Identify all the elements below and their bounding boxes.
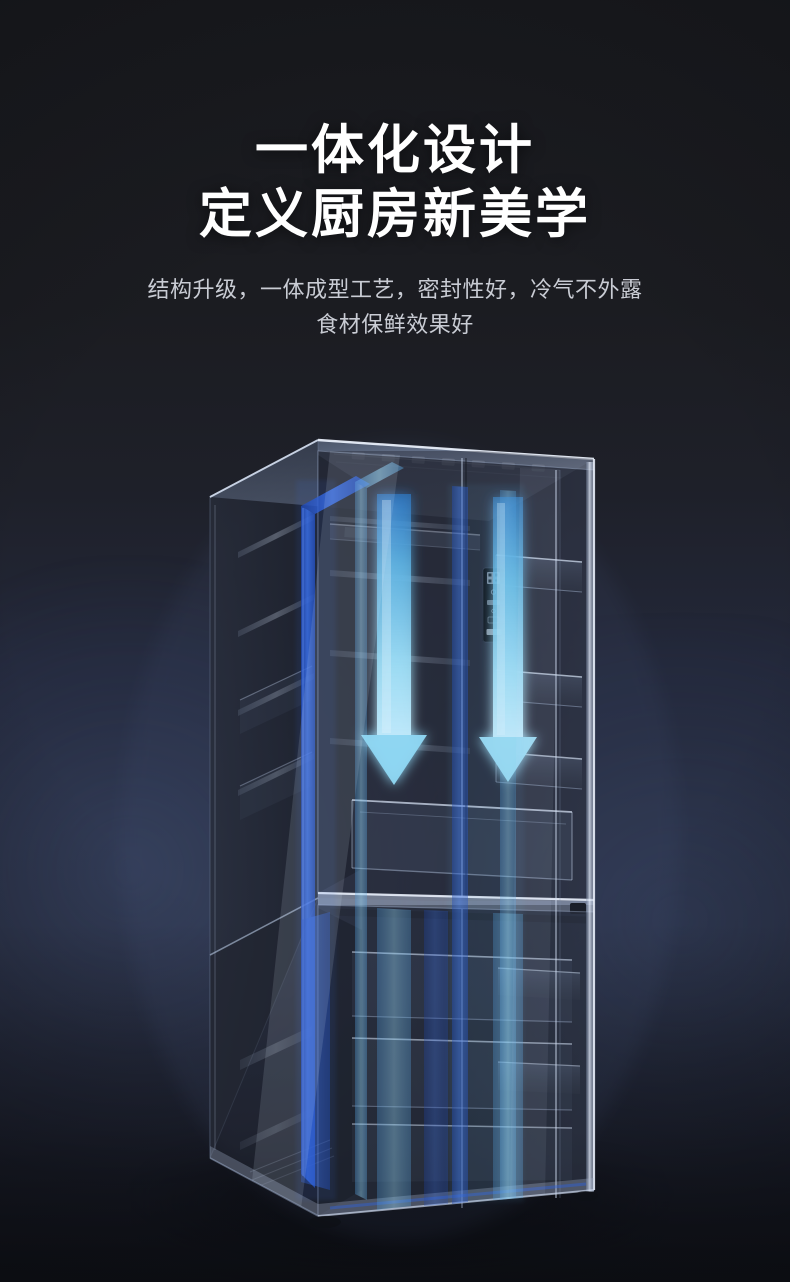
foot-left — [309, 1216, 341, 1228]
page-subtitle-line-2: 食材保鲜效果好 — [316, 312, 474, 337]
foot-right — [574, 1191, 598, 1201]
page-subtitle: 结构升级，一体成型工艺，密封性好，冷气不外露 食材保鲜效果好 — [0, 272, 790, 342]
header-block: 一体化设计 定义厨房新美学 结构升级，一体成型工艺，密封性好，冷气不外露 食材保… — [0, 0, 790, 342]
right-edge-pillar — [586, 462, 594, 1192]
page-title-line-1: 一体化设计 — [255, 121, 535, 180]
page-subtitle-line-1: 结构升级，一体成型工艺，密封性好，冷气不外露 — [147, 277, 643, 302]
page-title-line-2: 定义厨房新美学 — [199, 185, 591, 244]
